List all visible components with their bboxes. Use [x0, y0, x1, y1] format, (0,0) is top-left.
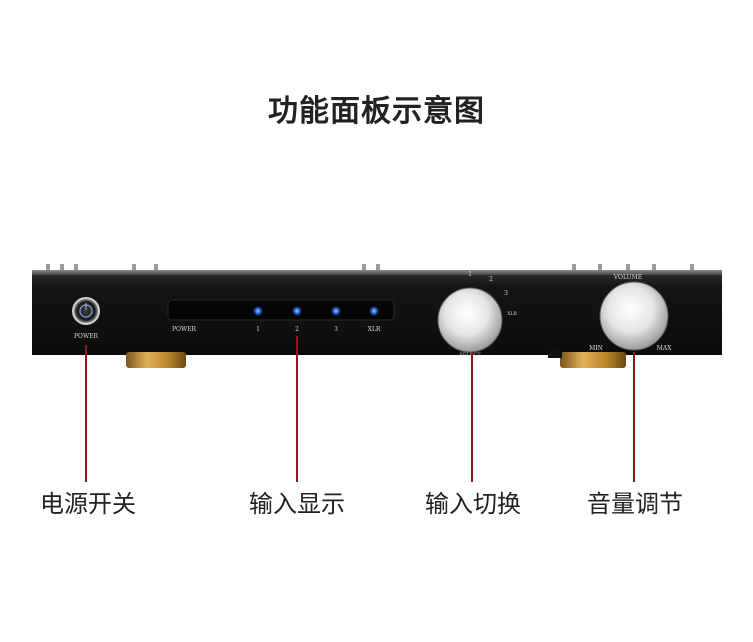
- input-select-knob[interactable]: [437, 287, 503, 353]
- input-led-3: 2: [292, 306, 302, 333]
- input-led-4: 3: [331, 306, 341, 333]
- input-leds: POWER 1 2 3 XLR: [172, 306, 381, 333]
- panel-top-edge: [32, 270, 722, 276]
- foot-right: [560, 352, 626, 368]
- volume-label: VOLUME: [613, 274, 642, 281]
- volume-knob[interactable]: [599, 281, 669, 351]
- callout-input-display: 输入显示: [249, 490, 345, 518]
- leader-lines: [85, 336, 635, 482]
- input-led-1: POWER: [172, 326, 197, 333]
- input-led-2: 1: [253, 306, 263, 333]
- page-title: 功能面板示意图: [268, 94, 485, 129]
- volume-min-label: MIN: [589, 345, 603, 352]
- callout-input-select: 输入切换: [425, 490, 521, 518]
- input-led-label: 2: [295, 326, 299, 333]
- input-led-5: XLR: [368, 306, 381, 333]
- select-position-label: XLR: [507, 311, 517, 317]
- callout-power-switch: 电源开关: [40, 490, 136, 518]
- input-led-label: POWER: [172, 326, 197, 333]
- power-button[interactable]: [72, 297, 100, 325]
- foot-left: [126, 352, 186, 368]
- input-led-label: 1: [256, 326, 260, 333]
- input-display-window: [167, 299, 395, 321]
- select-label: SELECT: [459, 352, 481, 358]
- input-led-label: XLR: [368, 326, 381, 333]
- select-position-label: 1: [468, 271, 472, 278]
- volume-max-label: MAX: [657, 345, 672, 352]
- select-position-label: 3: [504, 290, 508, 297]
- callout-volume: 音量调节: [587, 490, 683, 518]
- power-switch-label: POWER: [74, 333, 99, 340]
- select-position-label: 2: [489, 276, 493, 283]
- top-screws: [46, 264, 694, 272]
- input-led-label: 3: [334, 326, 338, 333]
